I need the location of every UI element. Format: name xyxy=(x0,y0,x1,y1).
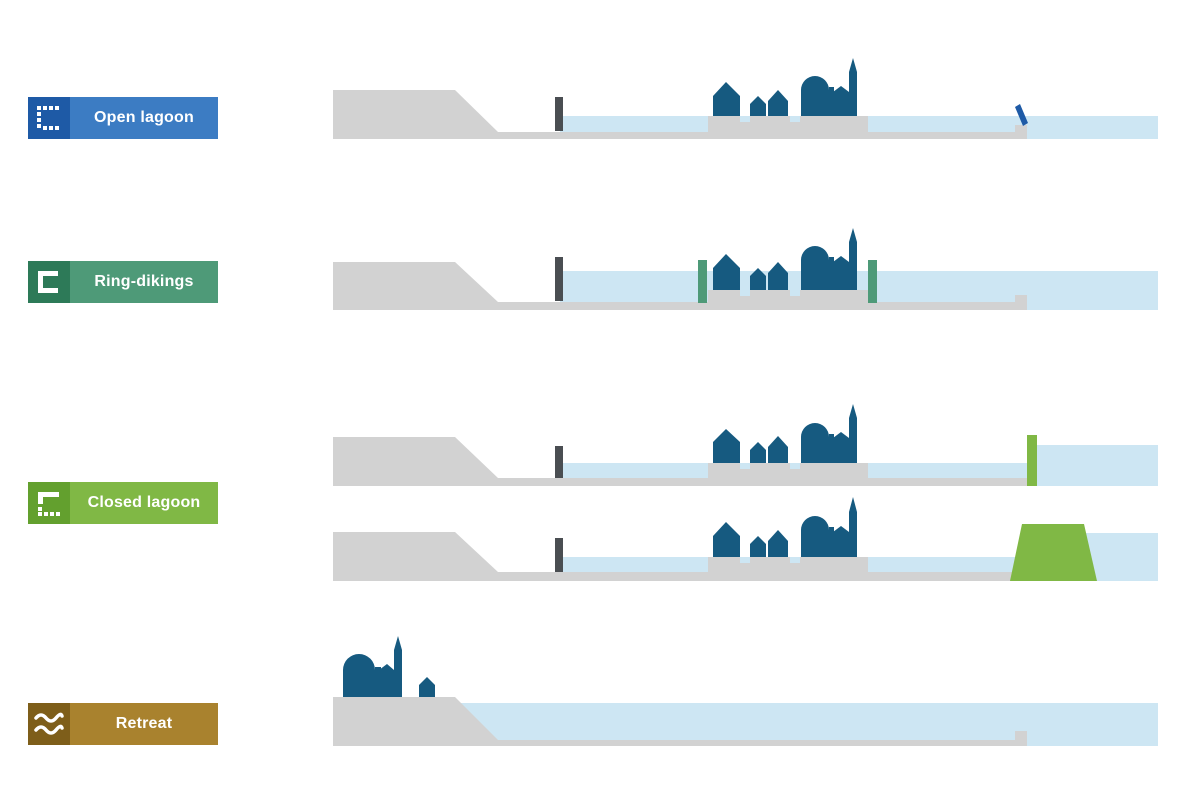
ground-profile xyxy=(333,532,1018,581)
legend-text-closed-lagoon: Closed lagoon xyxy=(87,494,201,511)
mainland-gate xyxy=(555,538,563,572)
scenario-ring-dikings xyxy=(333,228,1158,310)
legend-ring-dikings: Ring-dikings xyxy=(28,261,218,303)
scenario-closed-lagoon-dam xyxy=(333,497,1158,581)
mainland-gate xyxy=(555,257,563,301)
ground-profile xyxy=(333,437,1027,486)
dotted-square-bracket-icon xyxy=(28,482,70,524)
legend-text-open-lagoon: Open lagoon xyxy=(94,109,194,126)
ground-profile xyxy=(333,90,1027,139)
sea-water xyxy=(1032,445,1158,486)
scenario-closed-lagoon-gate xyxy=(333,404,1158,486)
wave-icon xyxy=(28,703,70,745)
legend-closed-lagoon: Closed lagoon xyxy=(28,482,218,524)
city-buildings xyxy=(713,58,857,116)
sea-water xyxy=(1086,533,1158,581)
trapezoid-closure-dam xyxy=(1010,524,1097,581)
legend-text-ring-dikings: Ring-dikings xyxy=(94,273,194,290)
legend-text-retreat: Retreat xyxy=(115,715,173,732)
city-buildings xyxy=(713,497,857,557)
submerged-water xyxy=(560,725,1015,740)
legend-open-lagoon: Open lagoon xyxy=(28,97,218,139)
legend-retreat: Retreat xyxy=(28,703,218,745)
city-buildings xyxy=(713,228,857,290)
solid-bracket-icon xyxy=(28,261,70,303)
vertical-closure-gate xyxy=(1027,435,1037,486)
ground-profile xyxy=(333,262,1027,310)
mainland-gate xyxy=(555,97,563,131)
ring-dike-left xyxy=(698,260,707,303)
city-buildings xyxy=(713,404,857,463)
mainland-gate xyxy=(555,446,563,478)
ring-dike-right xyxy=(868,260,877,303)
tilted-flood-gate xyxy=(1015,104,1028,126)
scenario-retreat xyxy=(333,636,1158,746)
dotted-bracket-icon xyxy=(28,97,70,139)
scenario-open-lagoon xyxy=(333,58,1158,139)
relocated-buildings xyxy=(343,636,435,697)
